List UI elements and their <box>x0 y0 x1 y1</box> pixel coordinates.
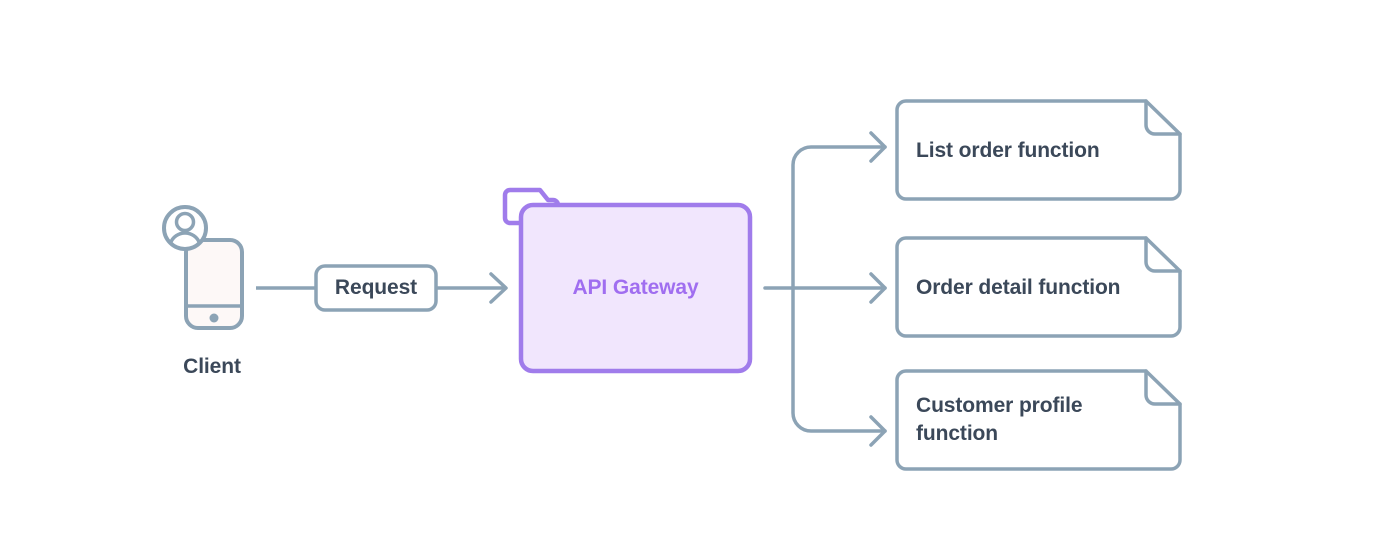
connector-branch-group <box>763 131 887 447</box>
connector-gateway-to-customer-profile <box>791 286 887 433</box>
user-avatar-icon <box>162 205 208 251</box>
document-shape <box>895 236 1182 338</box>
api-gateway-node[interactable] <box>502 187 753 374</box>
arrowhead-order-detail <box>869 272 887 304</box>
folded-corner-icon <box>1144 236 1182 273</box>
folded-corner-icon <box>1144 99 1182 136</box>
list-order-function-node[interactable] <box>895 99 1182 201</box>
connector-gateway-to-list-order <box>791 145 887 290</box>
connector-request-to-gateway <box>436 272 508 304</box>
gateway-body <box>518 202 753 374</box>
arrowhead-list-order <box>869 131 887 163</box>
document-shape <box>895 99 1182 201</box>
request-label-box[interactable] <box>314 264 438 312</box>
document-shape <box>895 369 1182 471</box>
order-detail-function-node[interactable] <box>895 236 1182 338</box>
customer-profile-function-node[interactable] <box>895 369 1182 471</box>
device-home-button-icon <box>209 313 219 323</box>
arrowhead-customer-profile <box>869 415 887 447</box>
folded-corner-icon <box>1144 369 1182 406</box>
client-node[interactable] <box>162 205 244 330</box>
